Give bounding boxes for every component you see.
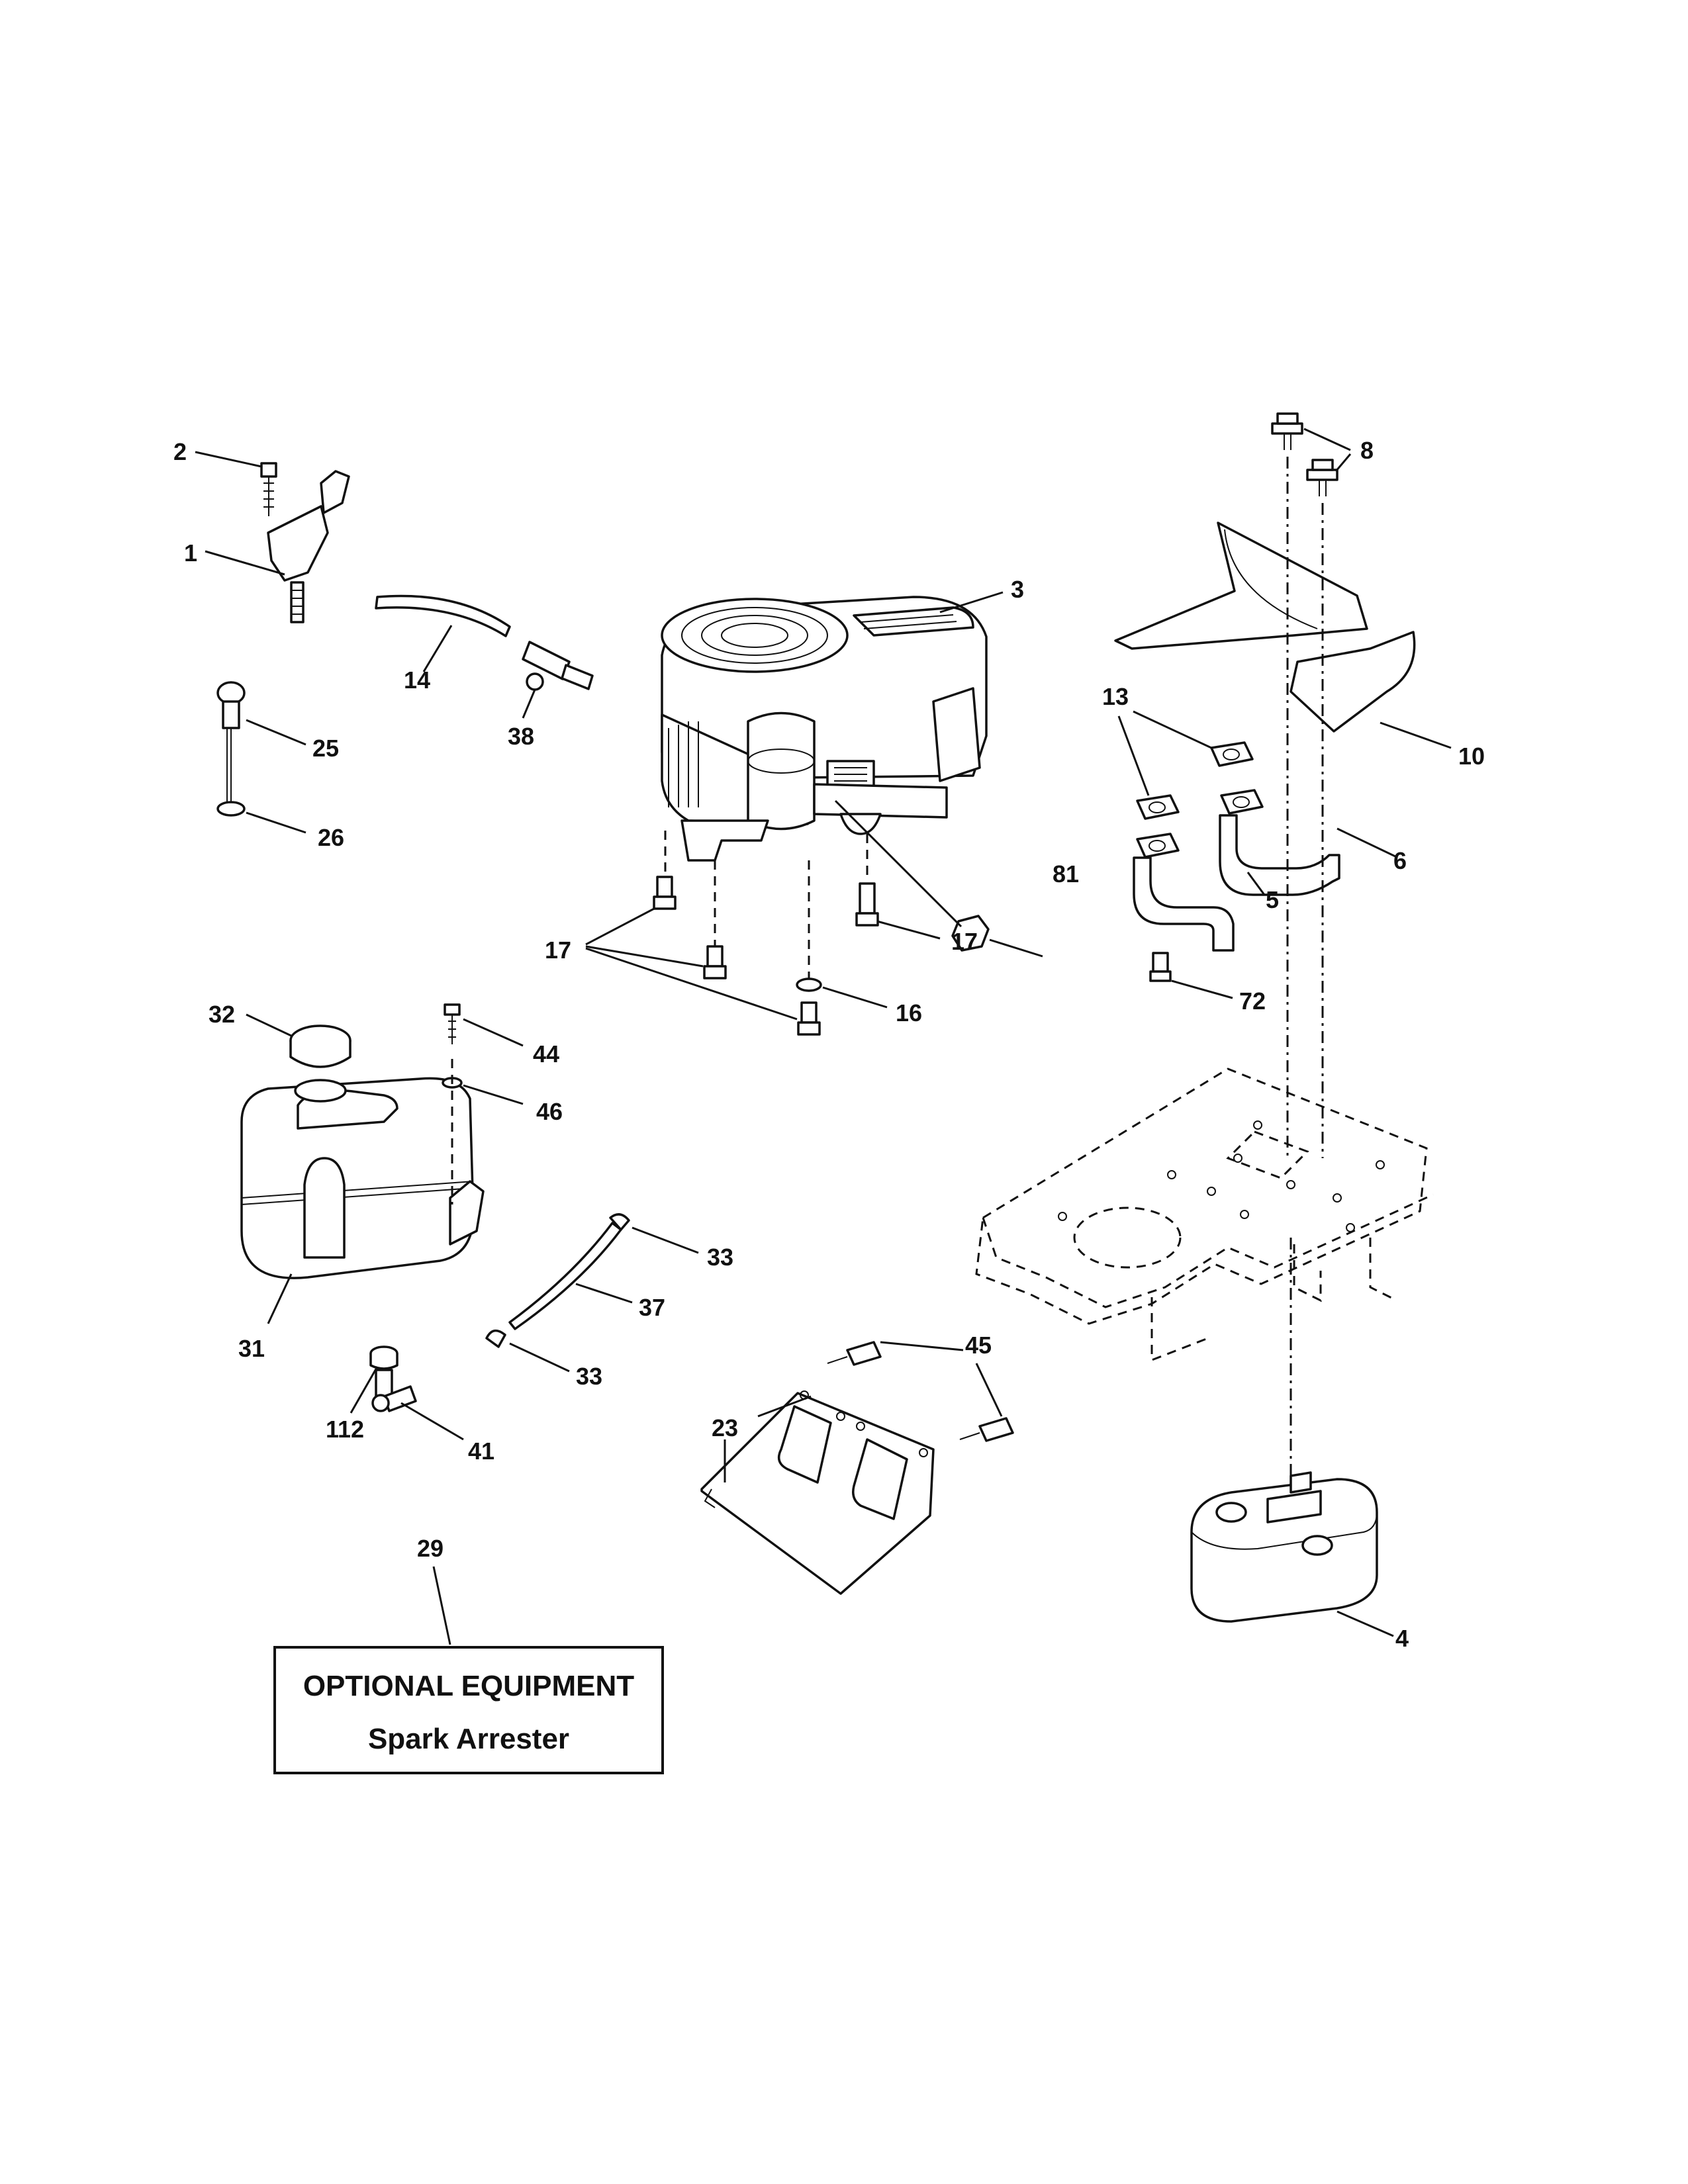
callout-5: 5 xyxy=(1266,886,1279,913)
dipstick-part xyxy=(216,681,246,817)
callout-72: 72 xyxy=(1239,987,1266,1015)
callout-25: 25 xyxy=(312,735,339,762)
engine-bolts-part xyxy=(653,831,879,1036)
exhaust-gaskets-part xyxy=(1136,741,1264,858)
leader-line xyxy=(1246,872,1266,895)
tank-bolt-part xyxy=(442,1003,463,1205)
leader-line xyxy=(1133,710,1212,749)
callout-41: 41 xyxy=(468,1437,494,1465)
leader-line xyxy=(757,1395,812,1418)
callout-23: 23 xyxy=(712,1414,738,1441)
callout-14: 14 xyxy=(404,666,430,694)
shutoff-valve-part xyxy=(371,1369,417,1412)
leader-line xyxy=(876,920,941,940)
leader-line xyxy=(822,986,888,1009)
leader-line xyxy=(1380,721,1452,749)
leader-line xyxy=(463,1018,524,1047)
leader-line xyxy=(632,1226,699,1254)
leader-line xyxy=(585,907,656,946)
fuel-cap-part xyxy=(289,1024,352,1103)
mounting-plate-frame xyxy=(975,1068,1434,1362)
leader-line xyxy=(1336,1610,1394,1637)
leader-line xyxy=(1336,827,1397,858)
callout-4: 4 xyxy=(1395,1625,1409,1652)
fuel-line-part xyxy=(375,594,511,637)
callout-38: 38 xyxy=(508,723,534,750)
leader-line xyxy=(350,1366,379,1414)
leader-line xyxy=(522,689,536,719)
bracket-part xyxy=(700,1390,935,1595)
callout-81: 81 xyxy=(1053,860,1079,887)
callout-2: 2 xyxy=(173,438,187,465)
callout-37: 37 xyxy=(639,1294,665,1321)
leader-line xyxy=(509,1342,570,1373)
engine-part xyxy=(661,596,988,862)
leader-line xyxy=(422,625,453,672)
exhaust-pipe-5-part xyxy=(1133,856,1235,952)
leader-line xyxy=(267,1273,293,1324)
callout-1: 1 xyxy=(184,539,197,567)
callout-17-right: 17 xyxy=(951,928,978,955)
leader-line xyxy=(400,1402,464,1441)
callout-17-left: 17 xyxy=(545,936,571,964)
callout-45: 45 xyxy=(965,1332,992,1359)
optional-equipment-box: OPTIONAL EQUIPMENT Spark Arrester xyxy=(273,1646,664,1774)
exhaust-pipe-6-part xyxy=(1219,814,1340,896)
nut-part xyxy=(951,915,990,952)
callout-6: 6 xyxy=(1393,847,1407,874)
callout-33-bottom: 33 xyxy=(576,1363,602,1390)
throttle-control-part xyxy=(260,462,350,623)
callout-44: 44 xyxy=(533,1040,559,1068)
callout-32: 32 xyxy=(209,1001,235,1028)
fuel-filter-part xyxy=(522,641,594,691)
leader-line xyxy=(463,1084,524,1105)
optional-equipment-title: OPTIONAL EQUIPMENT xyxy=(303,1670,635,1702)
bushing-part xyxy=(369,1345,399,1370)
leader-line xyxy=(1335,453,1352,472)
heat-shield-bolts-part xyxy=(1271,412,1338,496)
callout-33-top: 33 xyxy=(707,1244,733,1271)
hose-clamp-part xyxy=(485,1329,506,1348)
callout-8: 8 xyxy=(1360,437,1374,464)
spark-arrester-label: Spark Arrester xyxy=(367,1723,570,1755)
callout-29: 29 xyxy=(417,1535,444,1562)
leader-line xyxy=(246,1013,292,1037)
leader-line xyxy=(195,451,262,468)
fuel-tank-part xyxy=(240,1077,485,1279)
leader-line xyxy=(1171,979,1233,999)
callout-46: 46 xyxy=(536,1098,563,1125)
callout-3: 3 xyxy=(1011,576,1024,603)
callout-10: 10 xyxy=(1458,743,1485,770)
fuel-hose-part xyxy=(508,1222,622,1330)
leader-line xyxy=(585,947,798,1021)
leader-line xyxy=(1303,428,1351,451)
callout-26: 26 xyxy=(318,824,344,851)
leader-line xyxy=(585,945,704,968)
leader-line xyxy=(575,1283,633,1304)
leader-line xyxy=(205,550,285,576)
callout-31: 31 xyxy=(238,1335,265,1362)
leader-line xyxy=(834,799,962,928)
leader-line xyxy=(939,591,1004,614)
hose-clamp-part xyxy=(609,1213,630,1231)
leader-line xyxy=(246,811,306,834)
callout-16: 16 xyxy=(896,999,922,1026)
callout-13: 13 xyxy=(1102,683,1129,710)
leader-line xyxy=(989,938,1043,958)
muffler-part xyxy=(1190,1471,1378,1623)
leader-line xyxy=(975,1363,1003,1417)
leader-line xyxy=(880,1341,964,1351)
leader-line xyxy=(246,719,306,746)
exhaust-bolt-part xyxy=(1149,952,1172,982)
leader-line xyxy=(1117,715,1150,796)
bracket-bolts-part xyxy=(827,1341,1014,1442)
leader-line xyxy=(432,1566,451,1645)
callout-112: 112 xyxy=(326,1416,364,1443)
heat-shield-part xyxy=(1114,522,1416,733)
